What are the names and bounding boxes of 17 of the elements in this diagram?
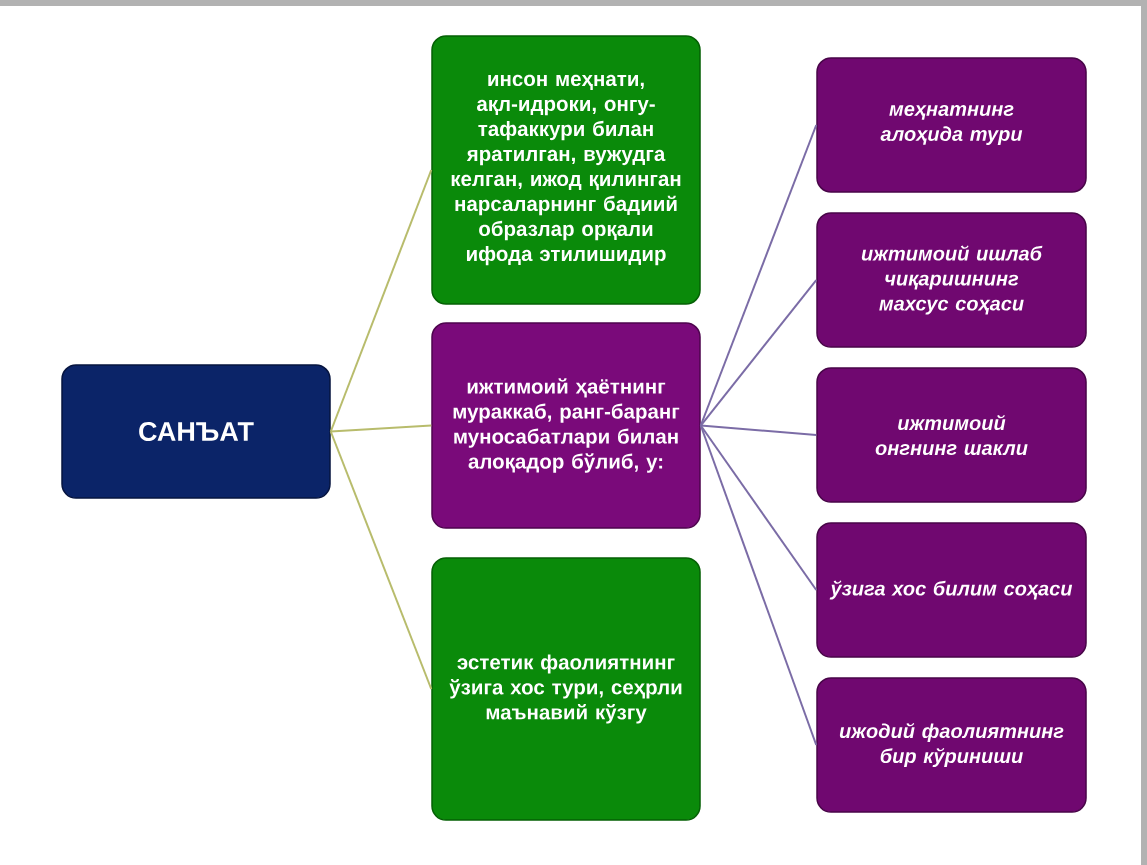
connector-line (699, 424, 818, 436)
connector-line (329, 169, 433, 433)
text-box: ижтимоий онгнинг шакли (816, 367, 1087, 503)
connector-line (699, 424, 818, 746)
connector-line (329, 430, 433, 690)
text-box: ижодий фаолиятнинг бир кўриниши (816, 677, 1087, 813)
text-box: меҳнатнинг алоҳида тури (816, 57, 1087, 193)
connector-line (699, 124, 818, 427)
connector-line (329, 424, 433, 433)
connector-line (699, 424, 818, 591)
connector-line (699, 279, 818, 427)
text-box: ижтимоий ҳаётнинг мураккаб, ранг-баранг муносабатлари билан алоқадор бўлиб, у: (431, 322, 701, 529)
text-box: ижтимоий ишлаб чиқаришнинг махсус соҳаси (816, 212, 1087, 348)
text-box: эстетик фаолиятнинг ўзига хос тури, сеҳрли маънавий кўзгу (431, 557, 701, 821)
text-box: инсон меҳнати, ақл-идроки, онгу-тафаккури билан яратилган, вужудга келган, ижод қилинган нарсаларнинг бадиий образлар орқали ифода этилишидир (431, 35, 701, 305)
text-box: ўзига хос билим соҳаси (816, 522, 1087, 658)
title-box: САНЪАТ (61, 364, 331, 499)
